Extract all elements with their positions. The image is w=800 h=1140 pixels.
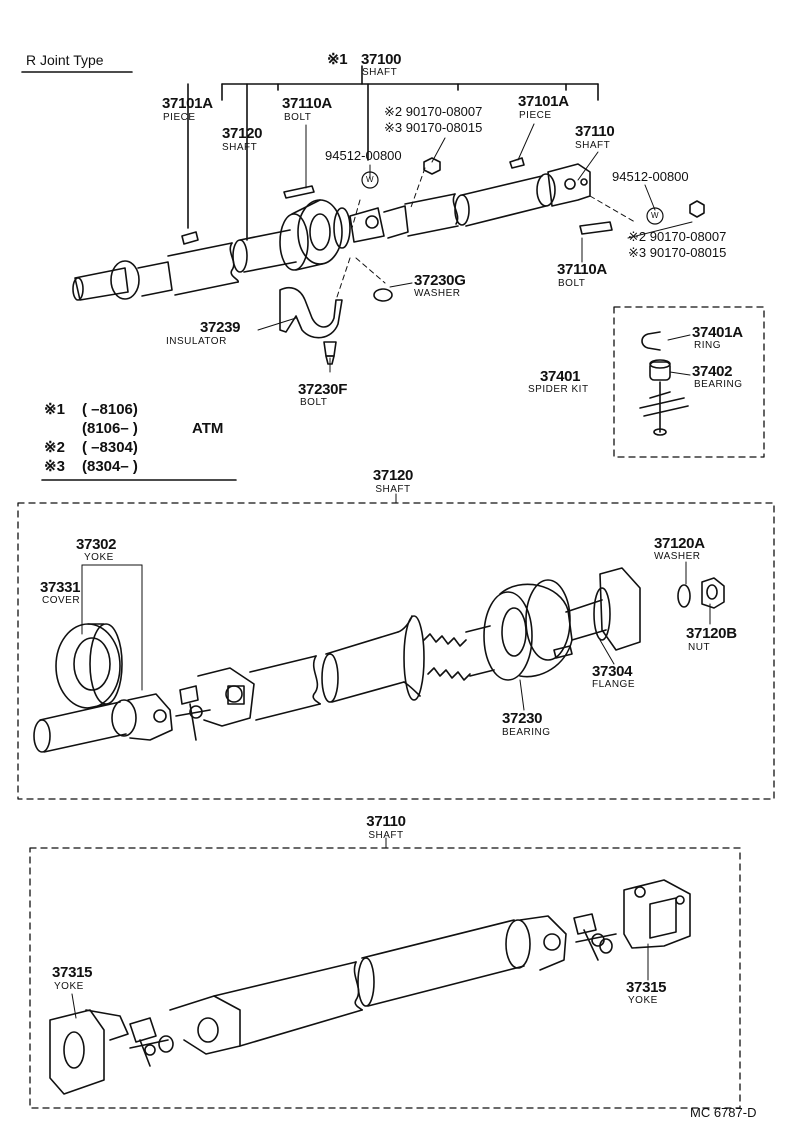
part-37110-number: 37110 [575, 123, 615, 140]
part-37101a-left-number: 37101A [162, 95, 213, 112]
middle-leaders [81, 561, 711, 711]
part-37401a-name: RING [694, 340, 721, 351]
part-37120-top-name: SHAFT [222, 142, 258, 153]
bottom-leaders [71, 943, 649, 1019]
assembly-part-number: 37100 [361, 51, 402, 68]
middle-header-name: SHAFT [375, 484, 411, 495]
part-37302-number: 37302 [76, 536, 117, 553]
part-37120-top-number: 37120 [222, 125, 263, 142]
diagram-title: R Joint Type [26, 52, 104, 68]
part-37110a-top-number: 37110A [282, 95, 332, 112]
part-37331-number: 37331 [40, 579, 81, 596]
part-37120a-number: 37120A [654, 535, 705, 552]
bottom-shaft-drawing [49, 879, 691, 1095]
part-37230g-name: WASHER [414, 288, 461, 299]
note-1-mark: ※1 [44, 401, 65, 418]
nut-ref-d: ※3 90170-08015 [628, 245, 727, 260]
part-37120b-name: NUT [688, 642, 711, 653]
part-37230-name: BEARING [502, 727, 551, 738]
part-37110a-right-number: 37110A [557, 261, 607, 278]
nut-ref-a: ※2 90170-08007 [384, 104, 483, 119]
part-37110-name: SHAFT [575, 140, 611, 151]
yoke-right-number: 37315 [626, 979, 667, 996]
note-3-mark: ※2 [44, 439, 65, 456]
top-shaft-drawing [72, 157, 705, 365]
assembly-name: SHAFT [362, 67, 398, 78]
note-2-extra: ATM [192, 420, 224, 437]
washer-symbol-right: W [651, 211, 660, 220]
washer-ref-left: 94512-00800 [325, 148, 402, 163]
part-37110a-top-name: BOLT [284, 112, 312, 123]
part-37230f-name: BOLT [300, 397, 328, 408]
part-37304-number: 37304 [592, 663, 633, 680]
part-37304-name: FLANGE [592, 679, 636, 690]
spider-kit-drawing [639, 331, 689, 436]
part-37230-number: 37230 [502, 710, 543, 727]
yoke-right-name: YOKE [628, 995, 658, 1006]
part-37401a-number: 37401A [692, 324, 743, 341]
note-4-range: (8304– ) [82, 458, 138, 475]
part-37302-name: YOKE [84, 552, 114, 563]
bottom-section-box [29, 847, 741, 1109]
bottom-header-name: SHAFT [368, 830, 404, 841]
part-37120b-number: 37120B [686, 625, 737, 642]
middle-shaft-drawing [33, 567, 725, 753]
leader-lines-top [257, 123, 693, 376]
note-3-range: ( –8304) [82, 439, 138, 456]
part-37110a-right-name: BOLT [558, 278, 586, 289]
part-37239-number: 37239 [200, 319, 241, 336]
part-37402-number: 37402 [692, 363, 733, 380]
assembly-bracket [187, 65, 599, 241]
footer-code: MC 6787-D [690, 1105, 757, 1120]
part-37101a-right-number: 37101A [518, 93, 569, 110]
part-37331-name: COVER [42, 595, 81, 606]
part-37120a-name: WASHER [654, 551, 701, 562]
part-37101a-left-name: PIECE [163, 112, 196, 123]
part-37101a-right-name: PIECE [519, 110, 552, 121]
yoke-left-name: YOKE [54, 981, 84, 992]
part-37402-name: BEARING [694, 379, 743, 390]
nut-ref-c: ※2 90170-08007 [628, 229, 727, 244]
part-37230f-number: 37230F [298, 381, 348, 398]
assembly-mark: ※1 [327, 51, 348, 68]
part-37401-name: SPIDER KIT [528, 384, 589, 395]
nut-ref-b: ※3 90170-08015 [384, 120, 483, 135]
note-4-mark: ※3 [44, 458, 65, 475]
part-37239-name: INSULATOR [166, 336, 227, 347]
bottom-header-number: 37110 [366, 813, 406, 830]
note-1-range: ( –8106) [82, 401, 138, 418]
spider-kit-box [613, 306, 765, 458]
note-2-range: (8106– ) [82, 420, 138, 437]
part-37230g-number: 37230G [414, 272, 466, 289]
yoke-left-number: 37315 [52, 964, 93, 981]
washer-ref-right: 94512-00800 [612, 169, 689, 184]
middle-header-number: 37120 [372, 467, 414, 484]
washer-symbol-left: W [366, 175, 375, 184]
part-37401-number: 37401 [540, 368, 581, 385]
